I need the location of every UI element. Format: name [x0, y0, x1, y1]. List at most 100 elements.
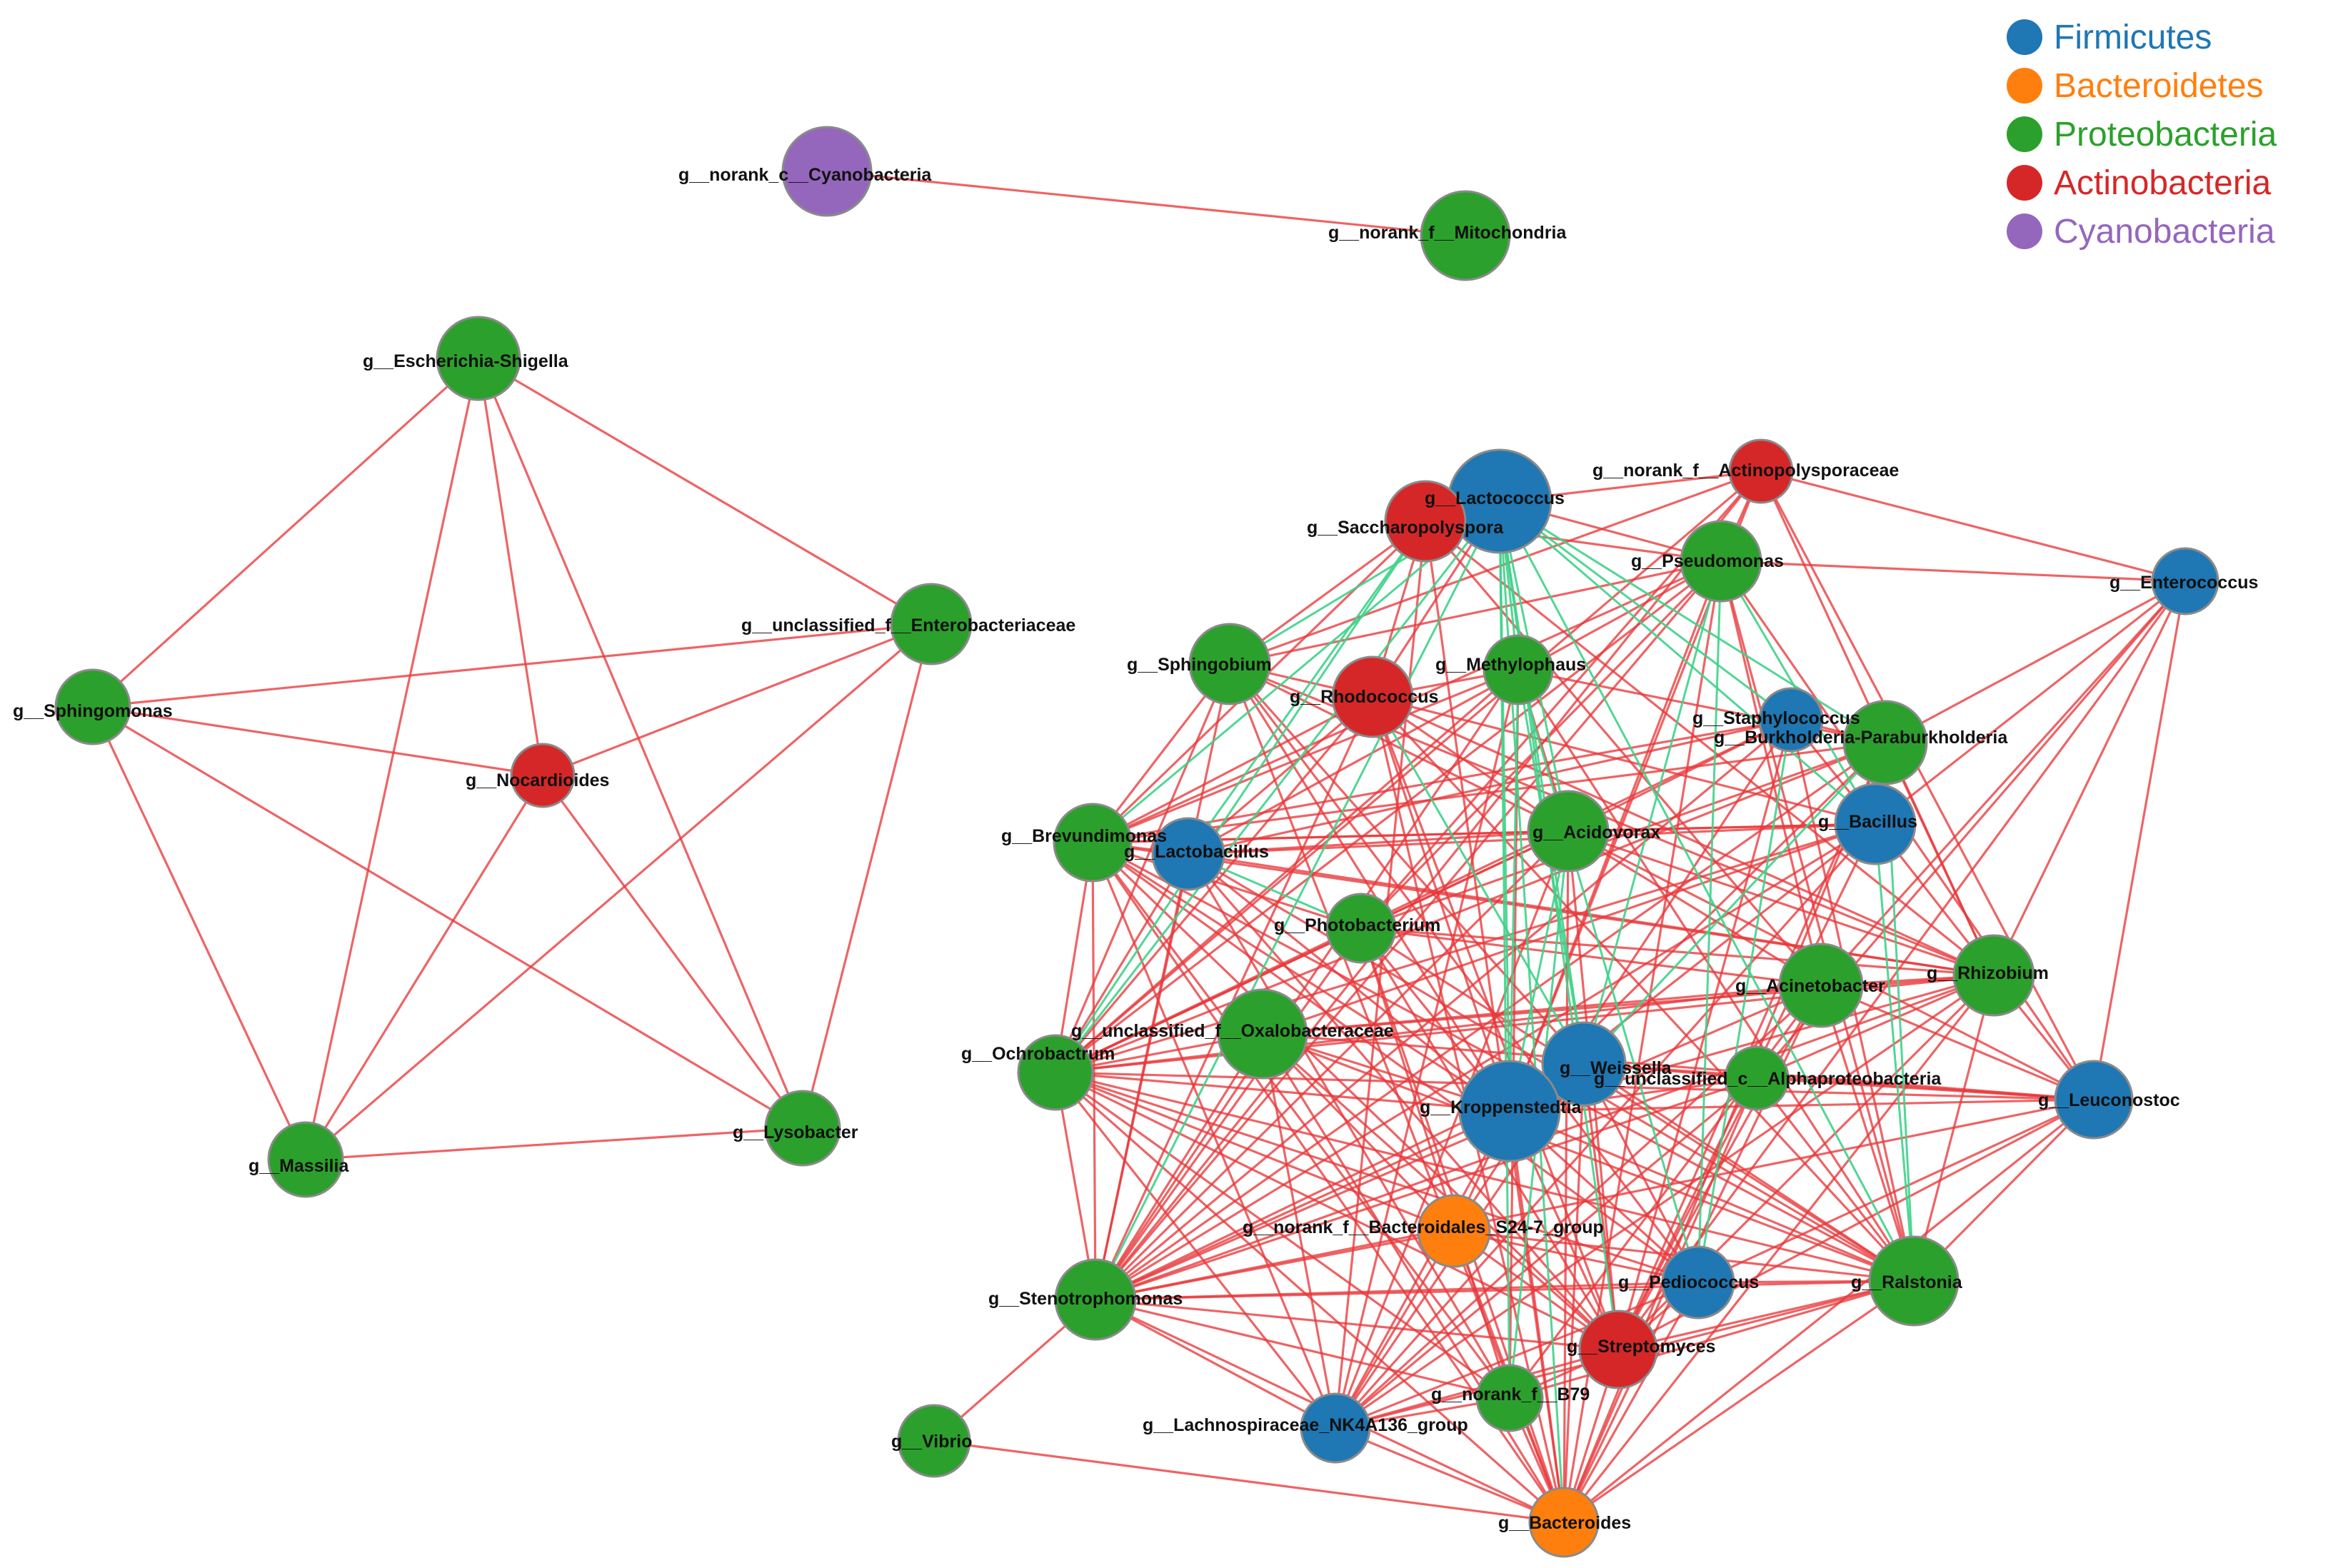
node-label-g-ochrobactrum: g__Ochrobactrum	[961, 1044, 1115, 1064]
node-g-vibrio[interactable]	[897, 1404, 971, 1478]
edge-positive	[1188, 718, 1792, 855]
node-label-g-ralstonia: g__Ralstonia	[1851, 1272, 1963, 1292]
node-g-lachnospiraceae-nk4a136-group[interactable]	[1300, 1392, 1371, 1464]
edge-negative	[1371, 696, 1585, 1065]
node-g-norank-f-bacteroidales-s24-7-group[interactable]	[1417, 1194, 1491, 1268]
node-g-burkholderia-paraburkholderia[interactable]	[1842, 700, 1928, 785]
node-label-g-nocardioides: g__Nocardioides	[466, 770, 609, 790]
node-g-ralstonia[interactable]	[1868, 1235, 1960, 1327]
edge-negative	[1054, 501, 1501, 1073]
node-g-weissella[interactable]	[1541, 1021, 1627, 1107]
node-g-unclassified-f-enterobacteriaceae[interactable]	[890, 583, 973, 665]
node-label-g-norank-c-cyanobacteria: g__norank_c__Cyanobacteria	[678, 165, 932, 185]
node-g-streptomyces[interactable]	[1578, 1310, 1658, 1389]
edge-positive	[1334, 823, 1877, 1429]
node-label-g-lachnospiraceae-nk4a136-group: g__Lachnospiraceae_NK4A136_group	[1143, 1415, 1468, 1435]
edge-positive	[2092, 581, 2187, 1100]
legend-label: Cyanobacteria	[2054, 212, 2275, 251]
edge-positive	[1509, 1280, 1915, 1399]
node-g-rhizobium[interactable]	[1952, 934, 2035, 1017]
node-g-saccharopolyspora[interactable]	[1384, 480, 1467, 563]
node-g-brevundimonas[interactable]	[1053, 803, 1133, 883]
edge-positive	[1095, 984, 1822, 1301]
edge-positive	[1517, 668, 1886, 744]
edge-negative	[1517, 669, 1700, 1283]
edge-positive	[1095, 823, 1876, 1301]
legend-swatch	[2007, 213, 2042, 249]
edge-positive	[1188, 560, 1722, 855]
edge-positive	[91, 357, 480, 708]
edge-positive	[1697, 1098, 2094, 1284]
node-g-norank-f-b79[interactable]	[1475, 1364, 1544, 1432]
edge-positive	[1054, 853, 1190, 1073]
node-g-leuconostoc[interactable]	[2054, 1060, 2134, 1140]
edge-positive	[1261, 1032, 1620, 1351]
node-label-g-sphingomonas: g__Sphingomonas	[13, 701, 173, 721]
node-g-escherichia-shigella[interactable]	[436, 316, 521, 401]
node-g-massilia[interactable]	[267, 1121, 344, 1198]
edge-positive	[1562, 1282, 1700, 1523]
edge-positive	[1360, 928, 1511, 1399]
edge-positive	[1617, 581, 2187, 1350]
node-g-unclassified-f-oxalobacteraceae[interactable]	[1217, 988, 1308, 1080]
edge-positive	[1720, 561, 1915, 1282]
edge-positive	[1820, 984, 2094, 1101]
node-g-lysobacter[interactable]	[764, 1090, 841, 1167]
node-g-norank-f-actinopolysporaceae[interactable]	[1728, 438, 1794, 504]
node-g-photobacterium[interactable]	[1325, 893, 1397, 964]
node-g-acidovorax[interactable]	[1527, 790, 1610, 873]
edge-positive	[1262, 984, 1822, 1035]
edge-positive	[1092, 841, 1699, 1284]
edge-positive	[1992, 581, 2187, 976]
edge-positive	[92, 705, 543, 777]
edge-negative	[1499, 500, 1792, 721]
node-g-bacillus[interactable]	[1834, 783, 1917, 865]
node-g-pseudomonas[interactable]	[1680, 520, 1762, 603]
node-g-staphylococcus[interactable]	[1758, 687, 1824, 753]
node-g-nocardioides[interactable]	[510, 743, 576, 808]
node-g-rhodococcus[interactable]	[1331, 655, 1414, 738]
legend-swatch	[2007, 68, 2042, 104]
node-g-pediococcus[interactable]	[1661, 1245, 1735, 1320]
node-g-acinetobacter[interactable]	[1778, 943, 1864, 1028]
edge-negative	[1499, 500, 1886, 744]
node-g-unclassified-c-alphaproteobacteria[interactable]	[1724, 1045, 1790, 1111]
node-g-sphingobium[interactable]	[1188, 623, 1271, 705]
legend-item-bacteroidetes: Bacteroidetes	[2007, 61, 2277, 110]
legend-label: Bacteroidetes	[2054, 66, 2264, 105]
edge-positive	[1884, 742, 1995, 976]
edge-negative	[1697, 719, 1792, 1283]
node-label-g-sphingobium: g__Sphingobium	[1127, 655, 1272, 675]
edge-positive	[1095, 1298, 1510, 1399]
node-label-g-pseudomonas: g__Pseudomonas	[1631, 551, 1784, 571]
edge-positive	[1094, 696, 1374, 1300]
edge-positive	[1095, 1298, 1336, 1429]
edge-positive	[1054, 470, 1762, 1074]
edge-positive	[1054, 1071, 1565, 1524]
node-g-bacteroides[interactable]	[1528, 1487, 1600, 1558]
node-label-g-escherichia-shigella: g__Escherichia-Shigella	[363, 351, 569, 371]
node-g-stenotrophomonas[interactable]	[1054, 1258, 1137, 1341]
edge-positive	[1756, 1077, 2094, 1101]
edge-positive	[1187, 853, 1511, 1399]
node-g-lactobacillus[interactable]	[1151, 817, 1225, 891]
node-label-g-unclassified-c-alphaproteobacteria: g__unclassified_c__Alphaproteobacteria	[1594, 1069, 1942, 1089]
edge-positive	[1094, 853, 1190, 1300]
edge-positive	[826, 170, 1466, 237]
edge-positive	[1055, 984, 1822, 1074]
node-label-g-staphylococcus: g__Staphylococcus	[1692, 708, 1860, 728]
edge-positive	[1820, 580, 2187, 987]
legend: Firmicutes Bacteroidetes Proteobacteria …	[2007, 13, 2277, 256]
node-g-sphingomonas[interactable]	[54, 668, 131, 745]
node-g-kroppenstedtia[interactable]	[1458, 1060, 1561, 1162]
edge-positive	[1055, 927, 1362, 1074]
node-g-ochrobactrum[interactable]	[1017, 1034, 1094, 1111]
node-g-norank-c-cyanobacteria[interactable]	[781, 126, 873, 217]
edge-negative	[1499, 500, 1876, 825]
edge-positive	[1509, 1098, 2094, 1112]
node-g-norank-f-mitochondria[interactable]	[1420, 190, 1511, 281]
edge-positive	[1567, 830, 1995, 977]
node-g-enterococcus[interactable]	[2151, 547, 2219, 615]
node-g-methylophaus[interactable]	[1482, 634, 1554, 705]
legend-item-cyanobacteria: Cyanobacteria	[2007, 207, 2277, 256]
